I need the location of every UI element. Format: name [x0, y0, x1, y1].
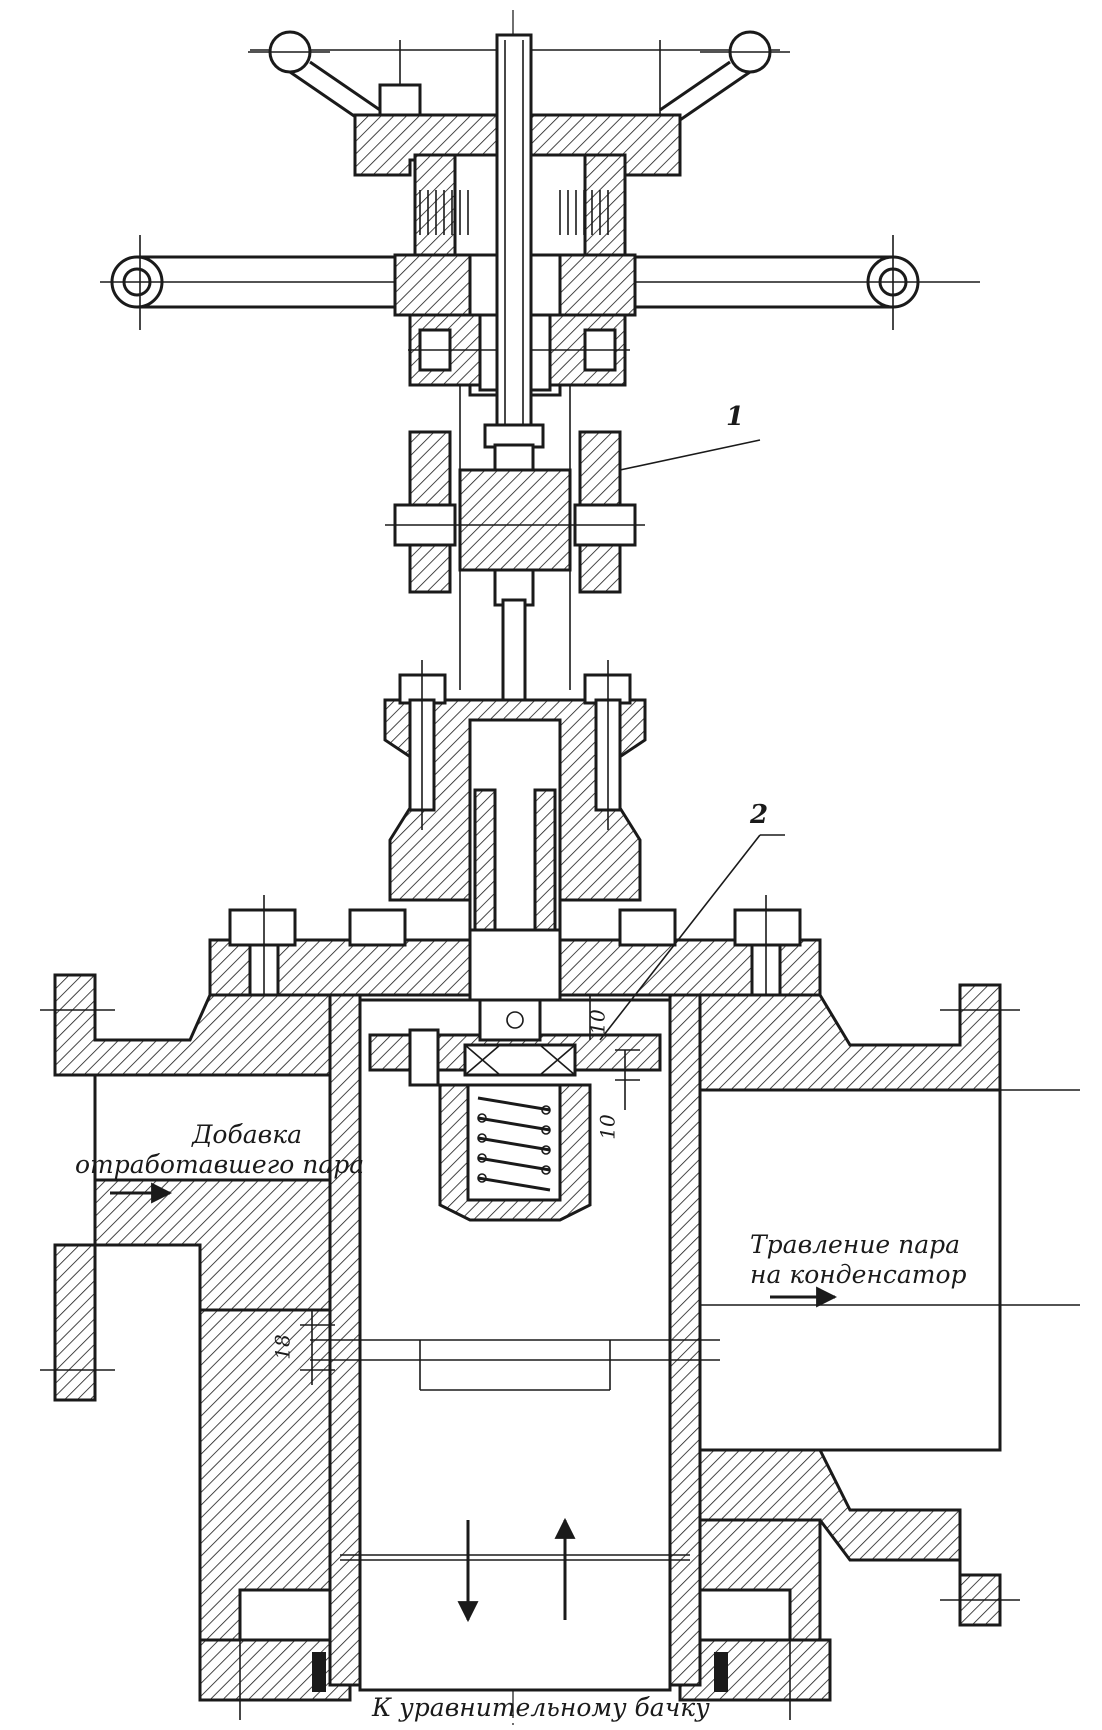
dimension-18	[300, 1310, 335, 1385]
valve-body	[40, 973, 1080, 1720]
pilot-valve-part-2	[368, 834, 785, 1222]
callout-2: 2	[750, 800, 769, 830]
inlet-label-line1: Добавка	[192, 1120, 303, 1149]
dimension-10-top: 10	[585, 1009, 610, 1035]
outlet-label: Травление пара на конденсатор	[750, 1230, 967, 1290]
callout-1: 1	[726, 402, 745, 432]
inlet-label-line2: отработавшего пара	[75, 1150, 365, 1179]
bottom-label: К уравнительному бачку	[372, 1693, 710, 1722]
side-handwheel	[100, 235, 980, 330]
outlet-label-line2: на конденсатор	[750, 1260, 967, 1289]
dimension-10-side: 10	[595, 1114, 620, 1140]
outlet-label-line1: Травление пара	[750, 1230, 961, 1259]
inlet-label: Добавка отработавшего пара	[75, 1120, 364, 1180]
dimension-18-label: 18	[270, 1334, 295, 1360]
top-handwheel	[248, 30, 790, 122]
coupling-part-1	[385, 430, 761, 594]
